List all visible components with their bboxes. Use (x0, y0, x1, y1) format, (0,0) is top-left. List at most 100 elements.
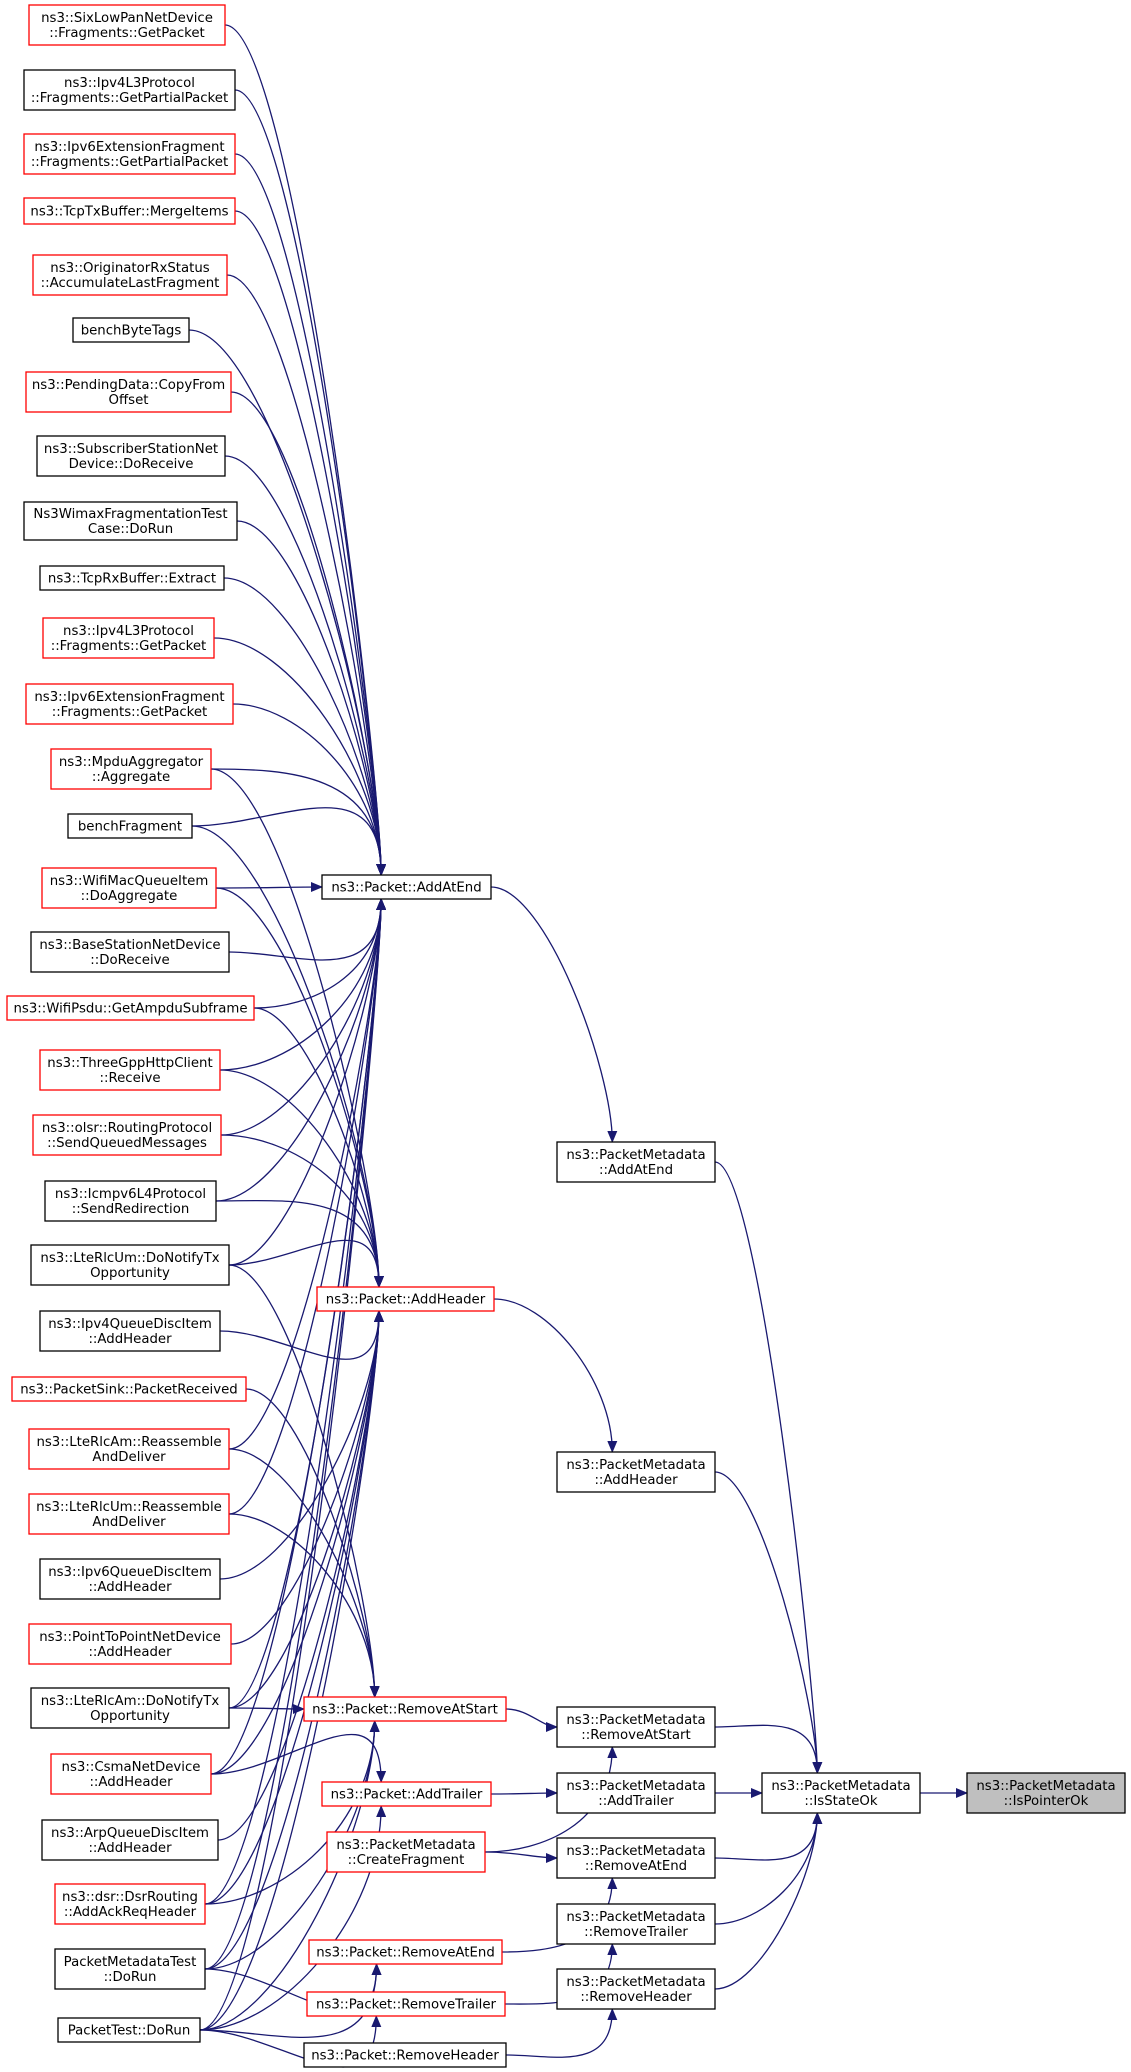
node-wifipsdu-getampdusubframe[interactable]: ns3::WifiPsdu::GetAmpduSubframe (6, 995, 255, 1021)
call-edge-packet_addtrailer-to-packetmetadata_addtrailer (490, 1788, 558, 1799)
node-label-line: ns3::LteRlcAm::DoNotifyTx (41, 1694, 220, 1709)
node-packet-addtrailer[interactable]: ns3::Packet::AddTrailer (321, 1781, 492, 1807)
node-label-line: ns3::OriginatorRxStatus (50, 261, 209, 276)
node-packetmetadata-removeatend[interactable]: ns3::PacketMetadata::RemoveAtEnd (556, 1837, 716, 1879)
node-mpduaggregator-aggregate[interactable]: ns3::MpduAggregator::Aggregate (50, 748, 212, 790)
node-box (306, 1991, 506, 2017)
node-label-line: ::DoAggregate (81, 889, 178, 904)
call-edge-packetmetadata_removeheader-to-packetmetadata_isstateok (714, 1812, 823, 1990)
node-packet-removeatend[interactable]: ns3::Packet::RemoveAtEnd (308, 1939, 503, 1965)
node-basestation-doreceive[interactable]: ns3::BaseStationNetDevice::DoReceive (30, 931, 230, 973)
node-packet-removetrailer[interactable]: ns3::Packet::RemoveTrailer (306, 1991, 506, 2017)
node-label-line: ns3::olsr::RoutingProtocol (42, 1121, 212, 1136)
node-box (308, 1939, 503, 1965)
node-label-line: ::IsStateOk (804, 1794, 877, 1809)
node-box (326, 1831, 486, 1873)
node-label-line: ::AddAckReqHeader (64, 1905, 197, 1920)
node-arpqueuediscitem-addheader[interactable]: ns3::ArpQueueDiscItem::AddHeader (41, 1819, 219, 1861)
node-label-line: ::RemoveAtEnd (585, 1859, 687, 1874)
call-edge-ipv4queuediscitem_addheader-to-packet_addheader (219, 1310, 384, 1360)
node-packetmetadata-isstateok[interactable]: ns3::PacketMetadata::IsStateOk (761, 1772, 921, 1814)
node-ipv4-getpartialpacket[interactable]: ns3::Ipv4L3Protocol::Fragments::GetParti… (23, 69, 236, 111)
node-label-line: ns3::Ipv6QueueDiscItem (48, 1565, 212, 1580)
node-label-line: ns3::Packet::RemoveAtEnd (316, 1946, 495, 1961)
node-tcptxbuffer-mergeitems[interactable]: ns3::TcpTxBuffer::MergeItems (23, 197, 236, 225)
node-threegpphttpclient-receive[interactable]: ns3::ThreeGppHttpClient::Receive (39, 1049, 221, 1091)
node-label-line: ns3::Ipv4L3Protocol (64, 76, 195, 91)
call-edge-packettest_dorun-to-packet_addatend (199, 898, 387, 2031)
node-box (30, 1244, 230, 1286)
node-pointtopoint-addheader[interactable]: ns3::PointToPointNetDevice::AddHeader (28, 1623, 232, 1665)
node-packet-addatend[interactable]: ns3::Packet::AddAtEnd (321, 874, 492, 900)
node-icmpv6l4-sendredirection[interactable]: ns3::Icmpv6L4Protocol::SendRedirection (44, 1180, 217, 1222)
node-label-line: ::AddAtEnd (599, 1163, 673, 1178)
node-packetmetadata-ispointerok[interactable]: ns3::PacketMetadata::IsPointerOk (966, 1772, 1126, 1814)
node-packetmetadata-removeheader[interactable]: ns3::PacketMetadata::RemoveHeader (556, 1968, 716, 2010)
node-box (36, 435, 226, 477)
node-box (23, 501, 238, 541)
node-label-line: benchByteTags (81, 324, 182, 339)
node-olsr-sendqueuedmessages[interactable]: ns3::olsr::RoutingProtocol::SendQueuedMe… (32, 1114, 222, 1156)
call-edge-lterlcum_donotifytx-to-packet_addatend (228, 898, 387, 1266)
node-label-line: ns3::PacketMetadata (566, 1148, 705, 1163)
node-label-line: ::Fragments::GetPacket (51, 639, 207, 654)
node-ipv4-fragments-getpacket[interactable]: ns3::Ipv4L3Protocol::Fragments::GetPacke… (42, 617, 215, 659)
node-box (556, 1837, 716, 1879)
node-label-line: AndDeliver (92, 1450, 166, 1465)
node-box (25, 683, 234, 725)
node-label-line: ns3::LteRlcUm::DoNotifyTx (40, 1251, 219, 1266)
node-ipv6queuediscitem-addheader[interactable]: ns3::Ipv6QueueDiscItem::AddHeader (39, 1558, 221, 1600)
node-box (42, 617, 215, 659)
node-packet-removeheader[interactable]: ns3::Packet::RemoveHeader (303, 2042, 507, 2068)
node-ipv4queuediscitem-addheader[interactable]: ns3::Ipv4QueueDiscItem::AddHeader (39, 1310, 221, 1352)
node-label-line: ns3::LteRlcUm::Reassemble (36, 1500, 222, 1515)
node-box (28, 1428, 230, 1470)
node-tcprxbuffer-extract[interactable]: ns3::TcpRxBuffer::Extract (39, 565, 225, 591)
node-originatorrx-accumulate[interactable]: ns3::OriginatorRxStatus::AccumulateLastF… (32, 254, 228, 296)
node-label-line: ns3::dsr::DsrRouting (62, 1890, 198, 1905)
call-edge-tcptxbuffer_mergeitems-to-packet_addatend (234, 210, 387, 876)
node-packetmetadata-addatend[interactable]: ns3::PacketMetadata::AddAtEnd (556, 1141, 716, 1183)
node-benchfragment[interactable]: benchFragment (67, 813, 193, 839)
call-edge-icmpv6l4_sendredirection-to-packet_addatend (215, 898, 387, 1202)
node-ipv6ext-getpartialpacket[interactable]: ns3::Ipv6ExtensionFragment::Fragments::G… (23, 133, 236, 175)
node-box (54, 1883, 206, 1925)
node-packettest-dorun[interactable]: PacketTest::DoRun (57, 2017, 201, 2043)
node-csmanetdevice-addheader[interactable]: ns3::CsmaNetDevice::AddHeader (50, 1753, 212, 1795)
node-packetmetadata-createfragment[interactable]: ns3::PacketMetadata::CreateFragment (326, 1831, 486, 1873)
node-label-line: ::DoRun (104, 1970, 157, 1985)
node-subscriberstation-doreceive[interactable]: ns3::SubscriberStationNetDevice::DoRecei… (36, 435, 226, 477)
node-label-line: ::SendQueuedMessages (47, 1136, 207, 1151)
node-packet-addheader[interactable]: ns3::Packet::AddHeader (316, 1286, 495, 1312)
node-box (966, 1772, 1126, 1814)
node-packetmetadata-removetrailer[interactable]: ns3::PacketMetadata::RemoveTrailer (556, 1903, 716, 1945)
node-box (57, 2017, 201, 2043)
node-dsrrouting-addackreqheader[interactable]: ns3::dsr::DsrRouting::AddAckReqHeader (54, 1883, 206, 1925)
node-label-line: ns3::PacketMetadata (566, 1458, 705, 1473)
node-packetmetadata-addtrailer[interactable]: ns3::PacketMetadata::AddTrailer (556, 1772, 716, 1814)
node-packetmetadata-addheader[interactable]: ns3::PacketMetadata::AddHeader (556, 1451, 716, 1493)
node-label-line: ns3::Packet::AddHeader (326, 1293, 486, 1308)
node-label-line: AndDeliver (92, 1515, 166, 1530)
node-packet-removeatstart[interactable]: ns3::Packet::RemoveAtStart (303, 1696, 507, 1722)
node-wifimacqueueitem-doaggregate[interactable]: ns3::WifiMacQueueItem::DoAggregate (41, 867, 217, 909)
node-label-line: ::RemoveAtStart (581, 1728, 690, 1743)
node-ipv6ext-fragments-getpacket[interactable]: ns3::Ipv6ExtensionFragment::Fragments::G… (25, 683, 234, 725)
node-box (44, 1180, 217, 1222)
node-label-line: ns3::PacketMetadata (566, 1844, 705, 1859)
node-benchbytetags[interactable]: benchByteTags (72, 317, 190, 343)
call-edge-ipv6ext_fragments_getpacket-to-packet_addatend (232, 703, 387, 876)
node-packetmetadata-removeatstart[interactable]: ns3::PacketMetadata::RemoveAtStart (556, 1706, 716, 1748)
node-label-line: ns3::SubscriberStationNet (44, 442, 218, 457)
call-edge-sixlowpan_getpacket-to-packet_addatend (224, 24, 387, 876)
node-sixlowpan-getpacket[interactable]: ns3::SixLowPanNetDevice::Fragments::GetP… (28, 4, 226, 46)
call-edge-lterlcam_donotifytx-to-packet_removeatstart (228, 1703, 305, 1714)
node-packetsink-packetreceived[interactable]: ns3::PacketSink::PacketReceived (11, 1376, 247, 1402)
node-packetmetadatatest-dorun[interactable]: PacketMetadataTest::DoRun (54, 1948, 206, 1990)
